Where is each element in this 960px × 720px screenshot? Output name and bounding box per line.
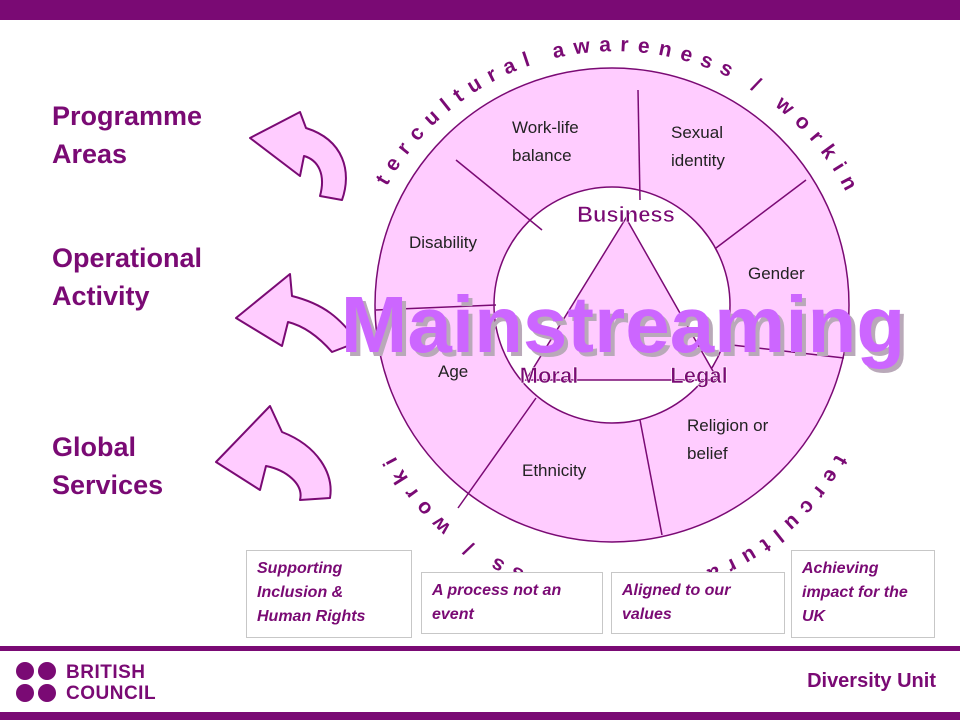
label-operational-activity: Operational Activity [52,243,203,311]
segment-ethnicity: Ethnicity [522,461,587,480]
curved-arrow-1 [249,111,347,201]
ring-dividers [375,89,845,536]
british-council-logo-icon [16,662,56,702]
note-supporting-inclusion: Supporting Inclusion & Human Rights [246,550,412,638]
label-global-services: Global Services [52,432,164,500]
curved-arrow-2 [235,273,359,353]
note-aligned-values: Aligned to our values [611,572,785,634]
label-programme-areas: Programme Areas [52,101,203,169]
footer-divider [0,646,960,651]
curved-arrow-3 [215,405,332,501]
triangle-legal: Legal [670,363,727,388]
logo-wordmark: BRITISH COUNCIL [66,662,157,704]
mainstreaming-title: Mainstreaming [341,280,906,369]
mainstreaming-shadow: Mainstreaming [345,284,910,373]
triangle-business: Business [577,202,675,227]
note-achieving-impact: Achieving impact for the UK [791,550,935,638]
segment-gender: Gender [748,264,805,283]
diversity-unit-label: Diversity Unit [807,670,936,692]
top-band [0,0,960,20]
values-triangle [524,216,720,381]
mainstreaming-diagram: Intercultural awareness / working Interc… [0,0,910,605]
segment-age: Age [438,362,468,381]
note-process-not-event: A process not an event [421,572,603,634]
triangle-moral: Moral [520,363,579,388]
bottom-band [0,712,960,720]
segment-disability: Disability [409,233,478,252]
